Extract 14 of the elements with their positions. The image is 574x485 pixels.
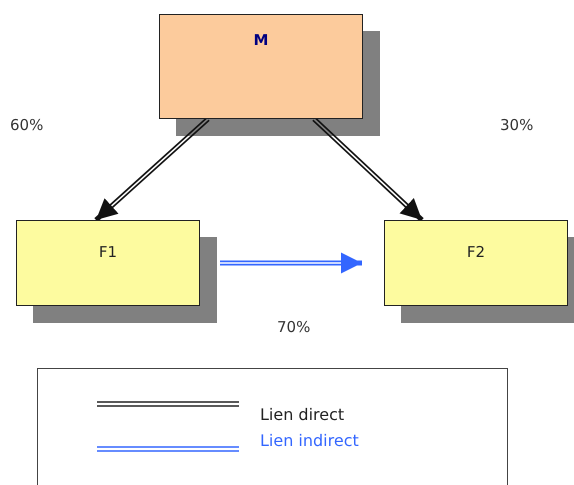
percentage-label: 30%	[500, 116, 534, 134]
node-label: M	[254, 31, 268, 49]
parent-company-box	[159, 14, 363, 119]
legend-label: Lien indirect	[260, 431, 359, 450]
double-arrow	[94, 117, 210, 222]
node-label: F2	[466, 243, 486, 261]
subsidiary-box	[16, 220, 200, 306]
double-arrow	[220, 252, 362, 274]
node-label: F1	[98, 243, 118, 261]
double-arrow	[312, 117, 424, 222]
legend-label: Lien direct	[260, 405, 344, 424]
subsidiary-box	[384, 220, 568, 306]
percentage-label: 70%	[277, 318, 310, 336]
percentage-label: 60%	[10, 116, 44, 134]
